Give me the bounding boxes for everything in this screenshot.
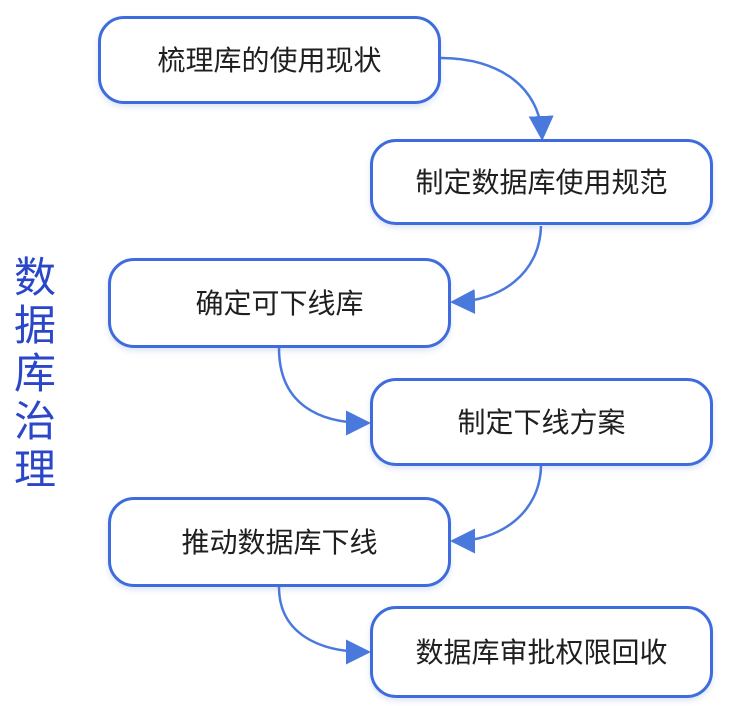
side-title-char: 据 — [13, 301, 56, 350]
connector-arrow-4 — [450, 465, 543, 554]
flow-step-label: 梳理库的使用现状 — [157, 44, 382, 77]
connector-arrow-1 — [440, 56, 554, 141]
flow-step-2: 制定数据库使用规范 — [370, 139, 713, 225]
side-title-char: 库 — [13, 349, 56, 398]
connector-arrow-3 — [277, 347, 371, 436]
flow-step-label: 数据库审批权限回收 — [415, 636, 668, 669]
flow-step-label: 制定下线方案 — [457, 406, 626, 439]
flow-step-1: 梳理库的使用现状 — [98, 16, 441, 104]
side-title-char: 理 — [13, 445, 56, 494]
flow-step-4: 制定下线方案 — [370, 378, 713, 466]
diagram-side-title: 数 据 库 治 理 — [12, 254, 58, 494]
connector-arrow-5 — [277, 586, 371, 665]
flow-step-label: 制定数据库使用规范 — [415, 166, 668, 199]
side-title-char: 数 — [13, 253, 56, 302]
side-title-char: 治 — [13, 397, 56, 446]
flow-step-label: 确定可下线库 — [195, 287, 364, 320]
flow-step-6: 数据库审批权限回收 — [370, 606, 713, 698]
flow-step-5: 推动数据库下线 — [108, 497, 451, 587]
flow-step-label: 推动数据库下线 — [181, 526, 378, 559]
flow-step-3: 确定可下线库 — [108, 258, 451, 348]
connector-arrow-2 — [450, 225, 543, 315]
